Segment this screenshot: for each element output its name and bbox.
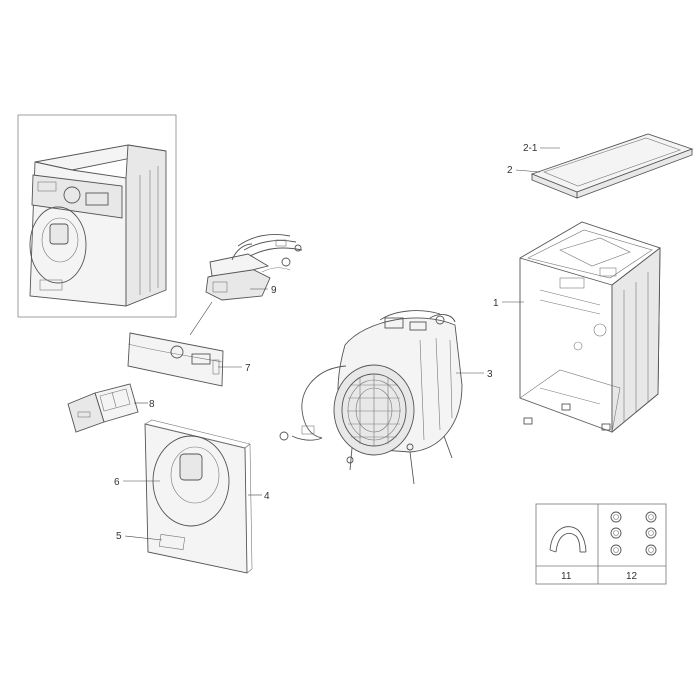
part-4-front-panel — [144, 419, 253, 574]
label-part-11: 11 — [561, 571, 572, 582]
label-part-5: 5 — [116, 531, 122, 542]
part-3-tub-assembly — [279, 310, 463, 485]
label-part-6: 6 — [114, 477, 120, 488]
label-part-4: 4 — [264, 491, 270, 502]
label-part-1: 1 — [493, 298, 499, 309]
label-part-9: 9 — [271, 285, 277, 296]
part-9-dispenser-housing — [205, 234, 303, 301]
label-part-2: 2 — [507, 165, 513, 176]
part-7-control-panel — [127, 332, 224, 387]
label-part-2-1: 2-1 — [523, 143, 538, 154]
label-part-12: 12 — [626, 571, 638, 582]
assembled-washer-inset — [17, 114, 177, 318]
label-part-3: 3 — [487, 369, 493, 380]
hose-guide-part-11 — [549, 526, 587, 553]
accessory-box: 11 12 — [535, 503, 667, 585]
part-1-cabinet — [519, 221, 661, 433]
label-part-8: 8 — [149, 399, 155, 410]
part-8-detergent-drawer — [67, 383, 139, 433]
part-2-top-cover — [530, 133, 694, 199]
label-part-7: 7 — [245, 363, 251, 374]
caps-part-12 — [610, 511, 657, 556]
